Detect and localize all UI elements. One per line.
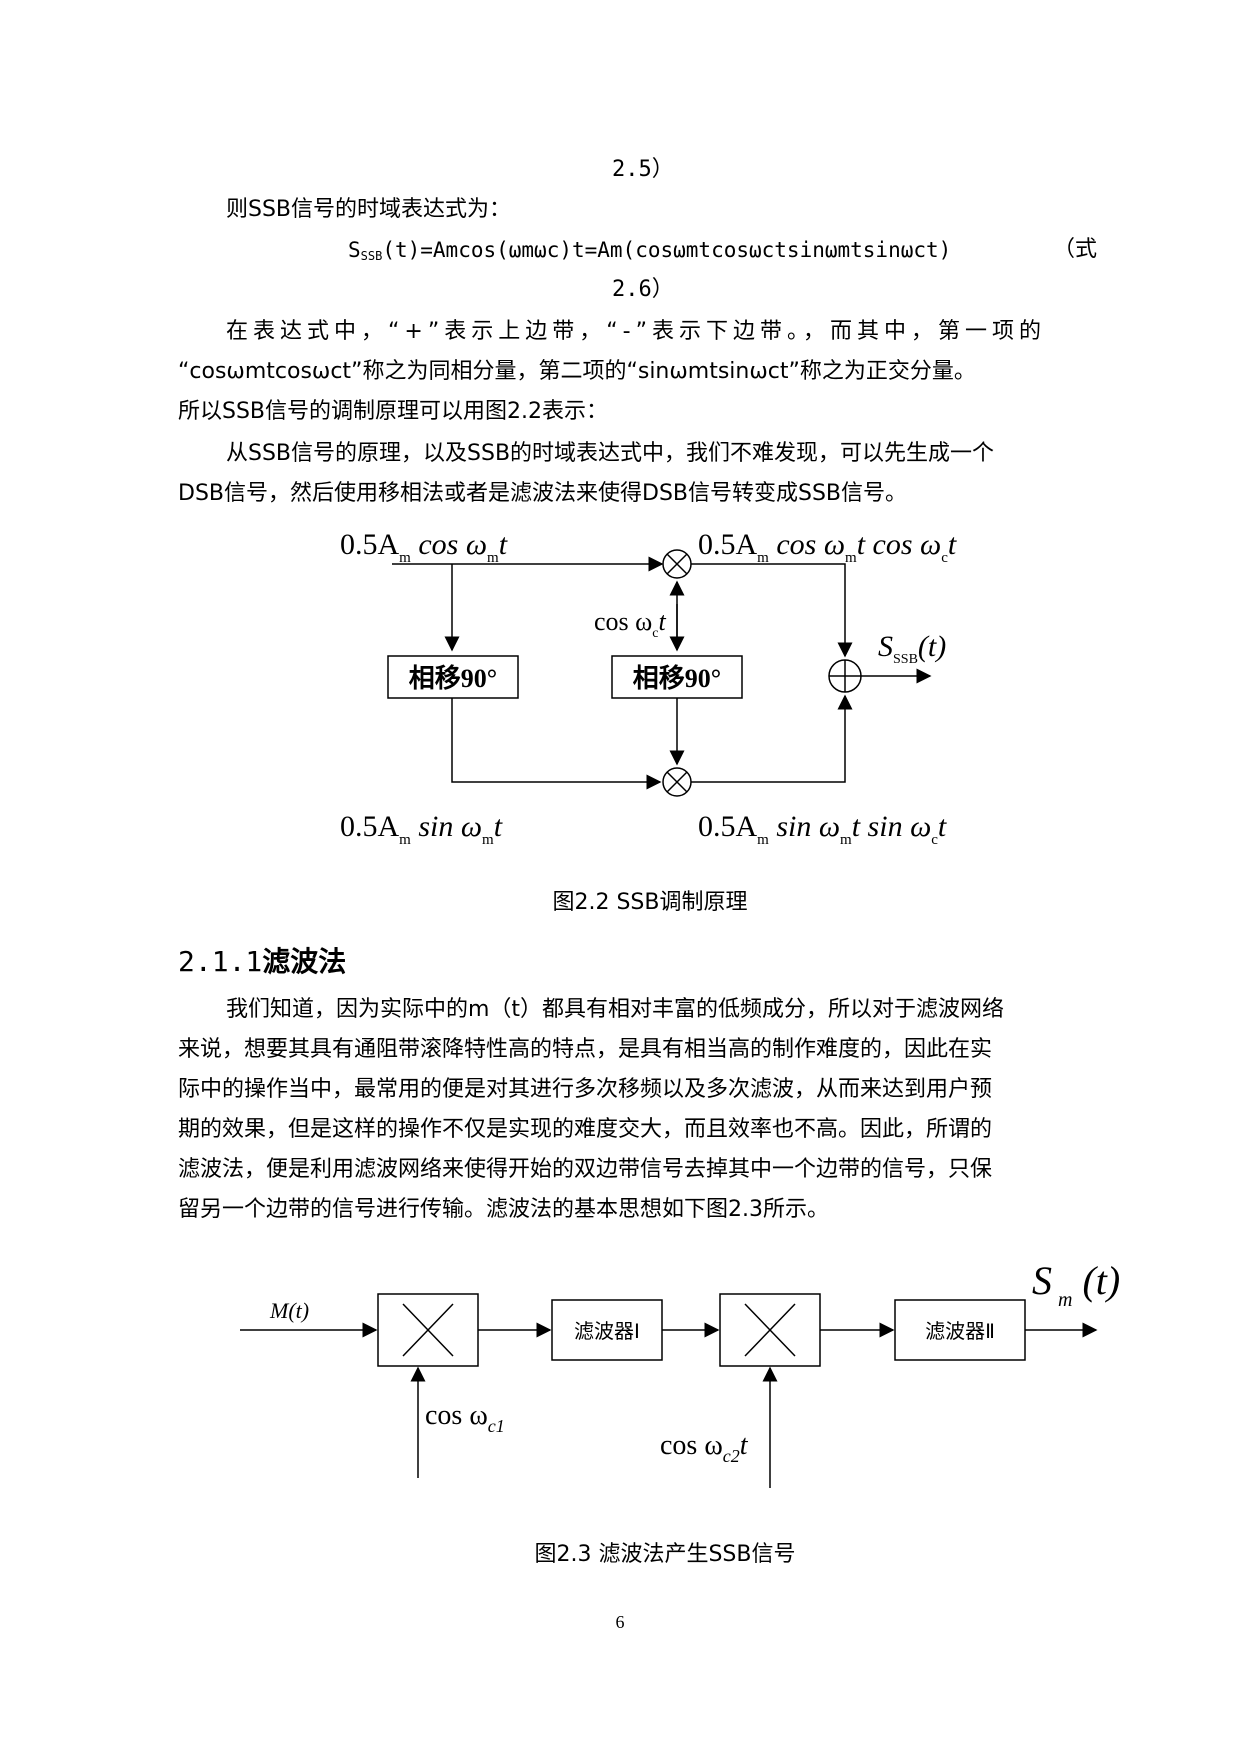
section-title: 滤波法: [262, 945, 347, 978]
formula-subscript: SSB: [360, 249, 383, 263]
phase-shifter-label-2: 相移90°: [633, 664, 721, 693]
paragraph-line: 来说，想要其具有通阻带滚降特性高的特点，是具有相当高的制作难度的，因此在实: [178, 1037, 993, 1062]
top-output-label: 0.5Am cos ωmt cos ωct: [698, 528, 957, 566]
formula-body: (t)=Amcos(ωmωc)t=Am(cosωmtcosωctsinωmtsi…: [382, 238, 952, 262]
ssb-output-label: SSSB(t): [878, 630, 946, 667]
section-number: 2.1.1: [178, 945, 263, 978]
paragraph-expression-explanation: 在表达式中，“+”表示上边带，“-”表示下边带。，而其中，第一项的 “cosωm…: [178, 312, 1128, 432]
paragraph-line: 际中的操作当中，最常用的便是对其进行多次移频以及多次滤波，从而来达到用户预: [178, 1077, 993, 1102]
bottom-input-line: [451, 698, 662, 790]
bottom-input-label: 0.5Am sin ωmt: [340, 810, 503, 848]
section-heading: 2.1.1滤波法: [178, 940, 346, 980]
paragraph-line: 我们知道，因为实际中的m（t）都具有相对丰富的低频成分，所以对于滤波网络: [226, 997, 1005, 1022]
paragraph-line: “cosωmtcosωct”称之为同相分量，第二项的“sinωmtsinωct”…: [178, 359, 976, 384]
paragraph-line: 滤波法，便是利用滤波网络来使得开始的双边带信号去掉其中一个边带的信号，只保: [178, 1157, 993, 1182]
bottom-output-label: 0.5Am sin ωmt sin ωct: [698, 810, 947, 848]
phase-shifter-label-1: 相移90°: [409, 664, 497, 693]
formula-intro: 则SSB信号的时域表达式为：: [226, 197, 512, 222]
bottom-branch-to-adder: [691, 694, 853, 783]
ssb-modulation-diagram: 相移90° 相移90° 0.5Am cos ωmt 0.5Am cos ωmt …: [340, 528, 957, 848]
page-number: 6: [615, 1612, 625, 1632]
paragraph-line: 期的效果，但是这样的操作不仅是实现的难度交大，而且效率也不高。因此，所谓的: [178, 1117, 993, 1142]
formula-symbol: S: [348, 238, 361, 262]
filter-box-1: [551, 1299, 663, 1361]
carrier-label-1: cos ωc1: [425, 1400, 505, 1436]
equation-number-2-5: 2.5）: [612, 157, 674, 182]
equation-number-2-6: 2.6）: [612, 277, 674, 302]
figure-2-2-caption: 图2.2 SSB调制原理: [552, 890, 748, 915]
phase-shifter-box-2: [611, 655, 743, 699]
carrier-label-2: cos ωc2t: [660, 1430, 749, 1466]
filter-label-2: 滤波器Ⅱ: [925, 1320, 995, 1343]
paragraph-ssb-generation: 从SSB信号的原理，以及SSB的时域表达式中，我们不难发现，可以先生成一个 DS…: [178, 434, 1128, 514]
formula-tag: （式: [1053, 237, 1098, 262]
paragraph-line: 留另一个边带的信号进行传输。滤波法的基本思想如下图2.3所示。: [178, 1197, 829, 1222]
input-label: M(t): [269, 1298, 309, 1323]
paragraph-filter-method: 我们知道，因为实际中的m（t）都具有相对丰富的低频成分，所以对于滤波网络 来说，…: [178, 990, 1128, 1230]
paragraph-line: 所以SSB信号的调制原理可以用图2.2表示：: [178, 399, 609, 424]
filter-label-1: 滤波器Ⅰ: [574, 1320, 640, 1343]
carrier-label: cos ωct: [594, 607, 667, 641]
phase-shifter-box-1: [387, 655, 519, 699]
top-input-label: 0.5Am cos ωmt: [340, 528, 508, 566]
figure-2-3-caption: 图2.3 滤波法产生SSB信号: [534, 1542, 796, 1567]
paragraph-line: 在表达式中，“+”表示上边带，“-”表示下边带。，而其中，第一项的: [226, 319, 1046, 344]
paragraph-line: 从SSB信号的原理，以及SSB的时域表达式中，我们不难发现，可以先生成一个: [226, 441, 995, 466]
top-branch-to-adder: [691, 563, 853, 658]
ssb-formula: SSSB(t)=Amcos(ωmωc)t=Am(cosωmtcosωctsinω…: [348, 230, 951, 276]
paragraph-line: DSB信号，然后使用移相法或者是滤波法来使得DSB信号转变成SSB信号。: [178, 481, 908, 506]
